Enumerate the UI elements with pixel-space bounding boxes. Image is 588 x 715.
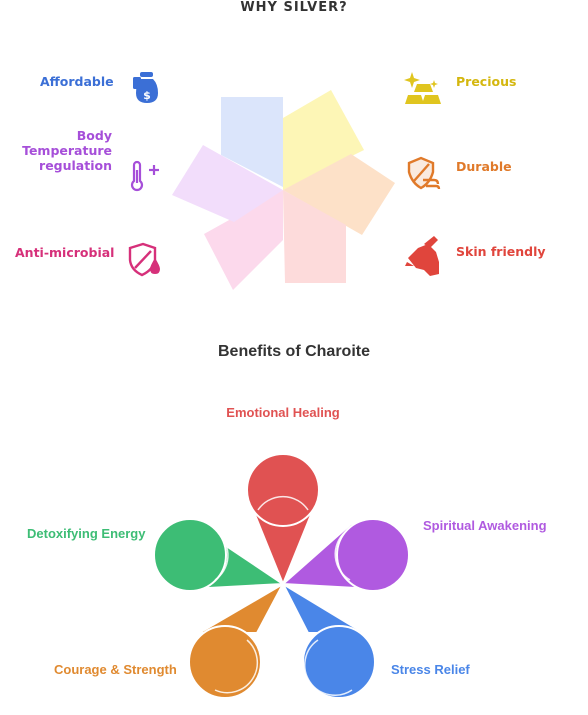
hand-icon xyxy=(405,236,439,276)
label-affordable: Affordable xyxy=(40,74,114,89)
label-durable: Durable xyxy=(456,159,512,174)
silver-petal-diagram xyxy=(172,90,395,290)
petal-skin-friendly xyxy=(283,190,346,283)
svg-text:$: $ xyxy=(143,89,151,102)
label-body-line3: regulation xyxy=(39,158,112,173)
petal-courage-strength xyxy=(188,581,286,699)
label-antimicrobial: Anti-microbial xyxy=(15,245,115,260)
petal-precious xyxy=(283,90,364,190)
petal-inner-arcs xyxy=(214,495,353,696)
silver-title: WHY SILVER? xyxy=(240,0,348,15)
petal-durable xyxy=(283,154,395,235)
petal-detoxifying-energy xyxy=(153,518,287,592)
shield-drop-icon xyxy=(128,242,160,277)
petal-body-temperature xyxy=(172,145,283,222)
label-courage-strength: Courage & Strength xyxy=(54,662,177,677)
money-bag-icon: $ xyxy=(133,72,158,103)
label-body-line2: Temperature xyxy=(22,143,112,158)
petal-affordable xyxy=(221,97,283,187)
durable-shield-icon xyxy=(407,156,441,190)
label-precious: Precious xyxy=(456,74,517,89)
gold-bars-icon xyxy=(404,72,441,104)
petal-emotional-healing xyxy=(246,453,320,587)
label-body-temperature: Body Temperature regulation xyxy=(10,128,112,173)
label-emotional-healing: Emotional Healing xyxy=(226,405,340,420)
label-stress-relief: Stress Relief xyxy=(391,662,470,677)
petal-stress-relief xyxy=(280,581,376,699)
petal-spiritual-awakening xyxy=(280,518,410,592)
label-skin-friendly: Skin friendly xyxy=(456,244,546,259)
charoite-title: Benefits of Charoite xyxy=(217,343,370,360)
label-body-line1: Body xyxy=(76,128,112,143)
thermometer-icon xyxy=(130,160,159,192)
petal-antimicrobial xyxy=(204,190,283,290)
label-spiritual-awakening: Spiritual Awakening xyxy=(423,518,547,533)
label-detoxifying-energy: Detoxifying Energy xyxy=(27,526,146,541)
